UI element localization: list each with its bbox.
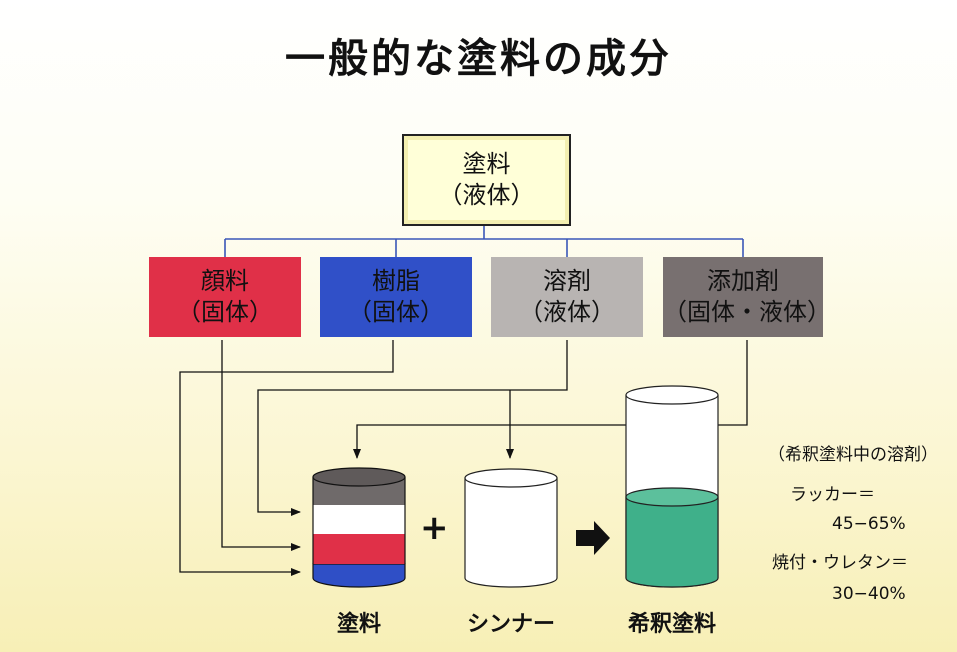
root-label: 塗料 (462, 149, 511, 178)
resin-box: 樹脂 （固体） (320, 257, 472, 337)
paint-label: 塗料 (336, 612, 381, 637)
paint-root-box: 塗料 （液体） (402, 134, 571, 226)
pigment-flow-arrow (221, 340, 301, 551)
diluted-paint-container (625, 385, 719, 588)
baking-value: 30−40% (832, 584, 906, 604)
resin-state: （固体） (348, 298, 444, 326)
root-state: （液体） (438, 181, 535, 209)
solvent-box: 溶剤 （液体） (491, 257, 643, 337)
solvent-flow-arrow (257, 340, 568, 516)
baking-label: 焼付・ウレタン＝ (772, 553, 908, 573)
lacquer-value: 45−65% (832, 514, 906, 534)
diluted-paint-label: 希釈塗料 (627, 612, 716, 637)
pigment-label: 顔料 (201, 266, 249, 295)
plus-sign: + (420, 508, 449, 548)
additive-flow-arrow (353, 340, 748, 459)
thinner-container (464, 468, 558, 588)
pigment-state: （固体） (177, 298, 273, 326)
resin-label: 樹脂 (372, 266, 420, 295)
page-title: 一般的な塗料の成分 (285, 36, 672, 82)
lacquer-label: ラッカー＝ (790, 485, 875, 505)
solvent-label: 溶剤 (543, 266, 591, 295)
solvent-state: （液体） (519, 298, 615, 326)
additive-state: （固体・液体） (663, 298, 831, 326)
resin-flow-arrow (179, 340, 394, 576)
tree-connector (224, 224, 744, 257)
flow-lines (179, 340, 748, 576)
paint-container (312, 467, 406, 588)
result-arrow (576, 521, 610, 555)
additive-box: 添加剤 （固体・液体） (663, 257, 831, 337)
additive-label: 添加剤 (707, 266, 779, 295)
note-heading: （希釈塗料中の溶剤） (768, 445, 938, 465)
thinner-label: シンナー (466, 612, 555, 637)
pigment-box: 顔料 （固体） (149, 257, 301, 337)
